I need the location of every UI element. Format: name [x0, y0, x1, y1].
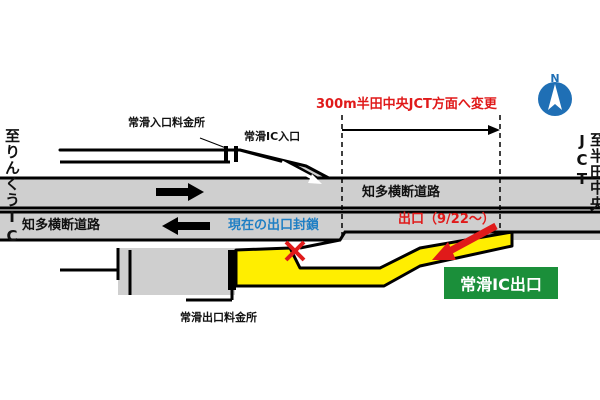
new-exit-label: 出口（9/22～） — [398, 212, 495, 227]
ic-entrance-label: 常滑IC入口 — [244, 130, 301, 143]
entrance-toll-label: 常滑入口料金所 — [128, 116, 205, 129]
exit-plaza — [60, 248, 236, 302]
north-letter: N — [550, 72, 559, 85]
left-destination-label: 至りんくうIC — [3, 128, 21, 246]
entrance-arrow-icon — [281, 160, 322, 184]
north-arrow-icon: N — [538, 72, 572, 116]
arrow-down-left-icon — [432, 222, 498, 260]
guide-lines — [341, 115, 501, 240]
main-road-upper — [0, 176, 600, 210]
route-change-notice: 300m半田中央JCT方面へ変更 — [316, 97, 497, 112]
road-name-upper: 知多横断道路 — [362, 185, 441, 200]
road-name-lower: 知多横断道路 — [22, 218, 101, 233]
ic-exit-box: 常滑IC出口 — [444, 267, 558, 299]
right-destination-label: 至半田中央JCT — [573, 132, 600, 212]
exit-toll-label: 常滑出口料金所 — [180, 311, 257, 324]
exit-toll-booth — [228, 250, 236, 290]
new-exit-lane — [234, 230, 514, 288]
entrance-toll-booth — [199, 137, 238, 162]
x-mark-icon — [284, 240, 306, 262]
arrow-left-icon — [162, 217, 210, 235]
arrow-right-icon — [156, 183, 204, 201]
closed-exit-label: 現在の出口封鎖 — [228, 218, 320, 233]
